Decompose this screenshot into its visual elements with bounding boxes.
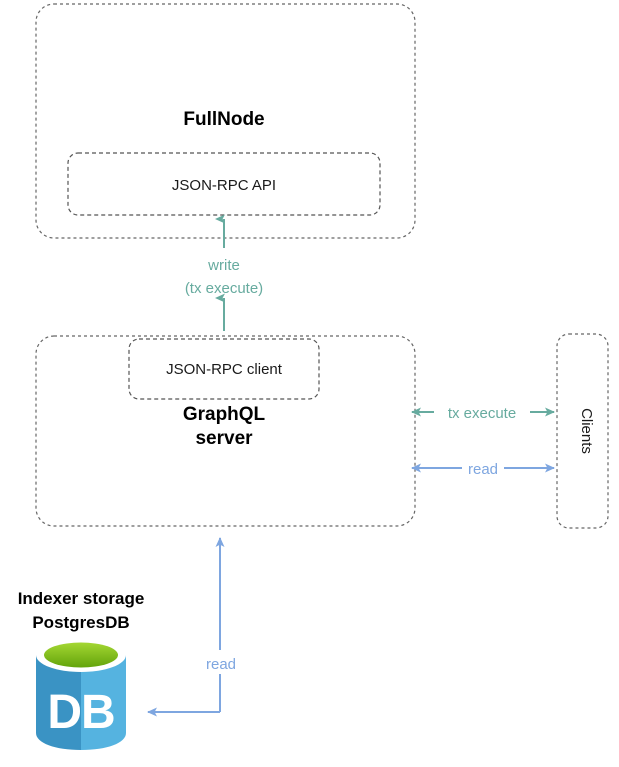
fullnode-box[interactable] [35,3,416,239]
node-jsonrpc-api[interactable]: JSON-RPC API [67,152,381,216]
node-jsonrpc-client[interactable]: JSON-RPC client [128,338,320,400]
jsonrpc-client-label: JSON-RPC client [166,361,283,378]
clients-label: Clients [578,408,595,454]
fullnode-label: FullNode [183,109,264,130]
indexer-storage-label-line2: PostgresDB [32,613,129,632]
db-icon-top [44,642,118,668]
db-icon[interactable]: DB [36,638,126,750]
edge-read-clients: read [411,461,555,478]
graphql-server-label-line1: GraphQL [183,404,266,425]
edge-read-db: read [147,537,244,717]
clients-box[interactable] [556,333,609,529]
db-icon-body-right [81,655,126,750]
jsonrpc-api-label: JSON-RPC API [172,177,276,194]
node-clients[interactable]: Clients [556,333,609,529]
indexer-storage-label-line1: Indexer storage [18,589,145,608]
graphql-server-label-line2: server [195,428,253,449]
edge-write: write (tx execute) [185,214,263,331]
db-icon-label: DB [47,686,114,739]
edge-write-label-line1: write [207,257,240,274]
db-icon-body-left [36,655,81,750]
edge-read-db-label-backdrop [196,650,244,674]
node-fullnode[interactable]: FullNode [35,3,416,239]
node-graphql-server[interactable]: GraphQL server [35,335,416,527]
edge-read-db-label: read [206,656,236,673]
edge-tx-execute-label: tx execute [448,405,516,422]
edge-write-label-line2: (tx execute) [185,280,263,297]
jsonrpc-client-box[interactable] [128,338,320,400]
edge-read-clients-label: read [468,461,498,478]
node-indexer-storage: Indexer storage PostgresDB [18,589,145,632]
edge-tx-execute: tx execute [411,405,555,422]
